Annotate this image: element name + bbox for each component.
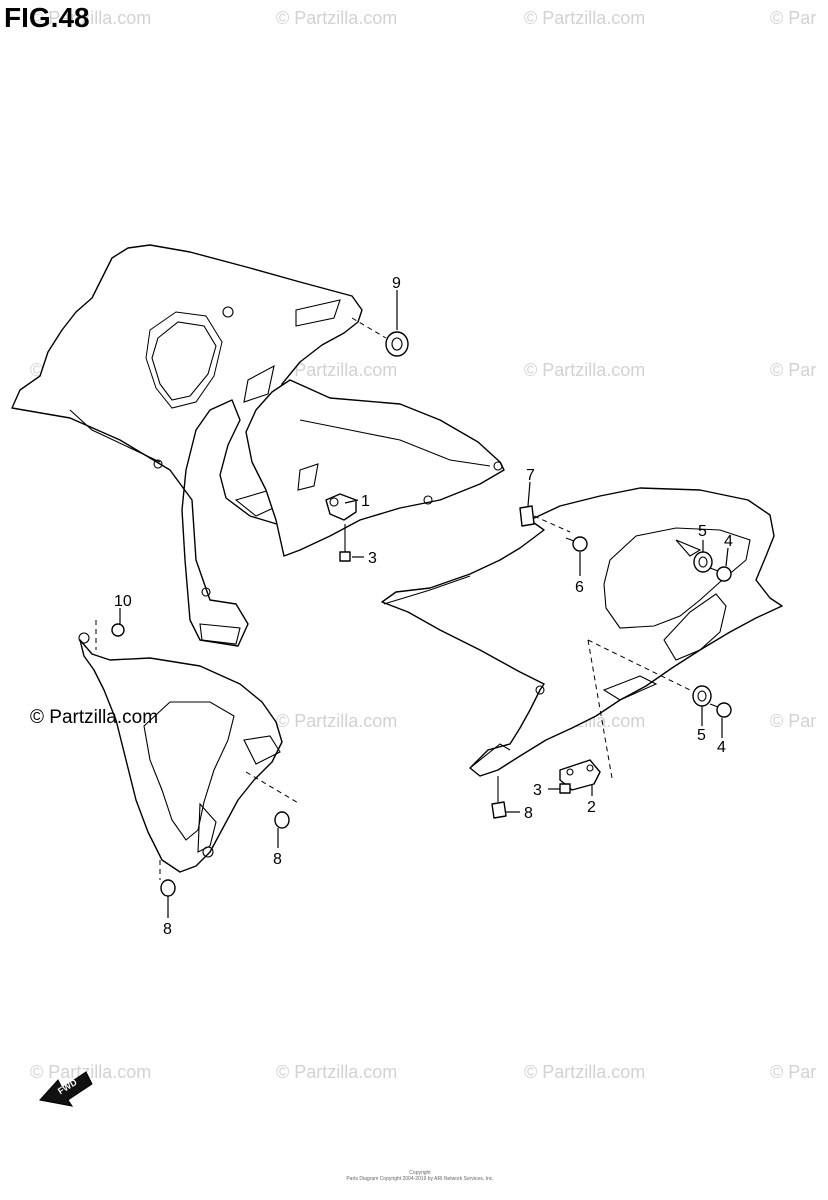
watermark: © Partzilla.com <box>524 1062 646 1082</box>
callout-7: 7 <box>526 467 535 484</box>
clip-part-8-left-mid <box>245 771 301 829</box>
callout-10: 10 <box>114 593 132 610</box>
under-cowling-left <box>11 244 363 647</box>
watermark: © Par <box>770 1062 817 1082</box>
bracket-clip-part-1 <box>325 493 357 521</box>
footer-copyright: Copyright Parts Diagram Copyright 2004-2… <box>300 1170 540 1182</box>
clip-nut-part-7 <box>519 505 571 533</box>
copyright-mark: © Partzilla.com <box>30 707 159 728</box>
bolt-part-3-upper <box>339 524 351 562</box>
callout-2: 2 <box>587 799 596 816</box>
callout-5-lower: 5 <box>697 727 706 744</box>
watermark: © Partzilla.com <box>276 1062 398 1082</box>
bolt-part-3-lower <box>559 783 571 794</box>
leader-line <box>527 481 531 507</box>
watermark: © Par <box>770 711 817 731</box>
footer-line-2: Parts Diagram Copyright 2004-2019 by ARI… <box>346 1176 494 1182</box>
watermark: © Par <box>770 8 817 28</box>
screw-part-4-lower <box>709 702 732 718</box>
leader-line <box>725 547 729 567</box>
footer-line-1: Copyright <box>409 1170 431 1176</box>
figure-title: FIG.48 <box>4 2 90 33</box>
grommet-part-5-upper <box>693 551 713 573</box>
screw-part-4-upper <box>709 566 732 582</box>
watermark: © Partzilla.com <box>30 1062 152 1082</box>
watermark: © Partzilla.com <box>276 360 398 380</box>
callout-8-center: 8 <box>524 805 533 822</box>
screw-part-10 <box>95 620 125 650</box>
bracket-part-2 <box>559 759 601 791</box>
callout-4-upper: 4 <box>724 533 733 550</box>
callout-4-lower: 4 <box>717 739 726 756</box>
under-cowling-right <box>381 487 783 777</box>
watermark: © Partzilla.com <box>30 8 152 28</box>
callout-8-left-mid: 8 <box>273 851 282 868</box>
watermark: © Partzilla.com <box>524 8 646 28</box>
watermark: © Partzilla.com <box>276 8 398 28</box>
callout-3-upper: 3 <box>368 550 377 567</box>
watermark: © Par <box>770 360 817 380</box>
screw-part-6 <box>565 536 588 552</box>
leader-line <box>344 499 359 504</box>
callout-8-left-bottom: 8 <box>163 921 172 938</box>
callout-6: 6 <box>575 579 584 596</box>
watermark: © Partzilla.com <box>524 360 646 380</box>
grommet-part-9 <box>351 317 409 357</box>
fwd-arrow-icon: FWD <box>39 1071 93 1107</box>
callout-3-lower: 3 <box>533 782 542 799</box>
clip-part-8-center <box>491 776 507 819</box>
side-cover-lower-left <box>78 632 283 873</box>
callout-9: 9 <box>392 275 401 292</box>
grommet-part-5-lower <box>692 685 712 707</box>
under-cover-center <box>245 379 505 557</box>
callout-1: 1 <box>361 493 370 510</box>
callout-5-upper: 5 <box>698 523 707 540</box>
watermark: © Partzilla.com <box>276 711 398 731</box>
